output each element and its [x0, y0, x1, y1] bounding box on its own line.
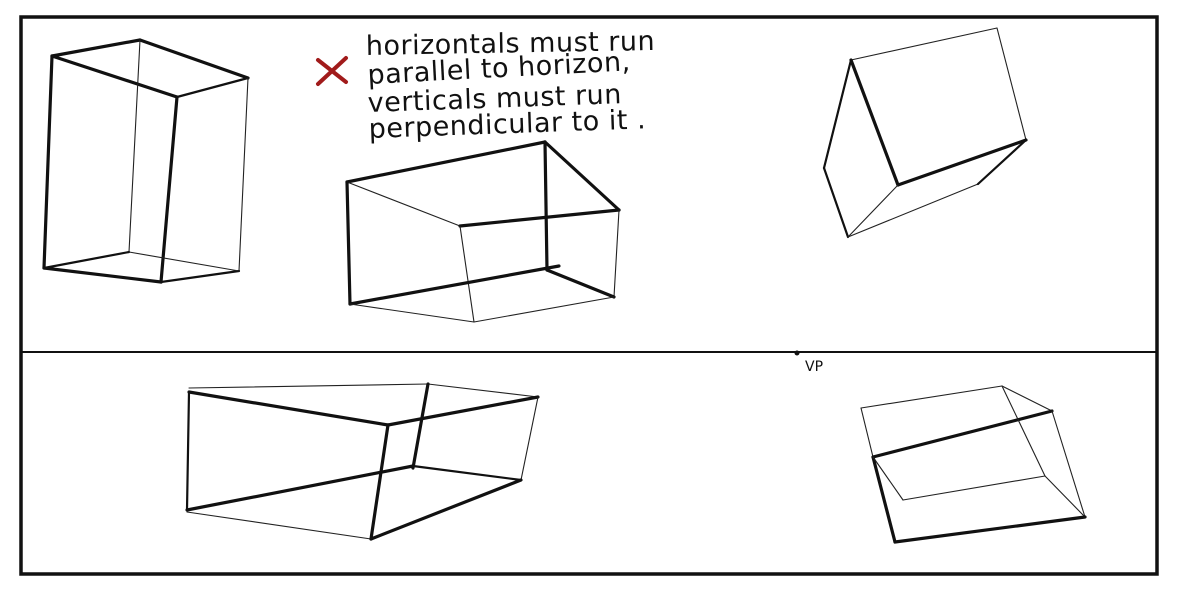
box-long-bottom	[185, 382, 540, 541]
box-tilted-right	[822, 27, 1028, 239]
box-tall-left	[42, 38, 250, 284]
panel-border	[19, 15, 1159, 576]
box-bottom-right	[860, 385, 1087, 544]
vanishing-point	[794, 350, 800, 356]
note-text-block: horizontals must run parallel to horizon…	[366, 26, 656, 145]
note-line-1: horizontals must run	[366, 26, 656, 62]
red-x-icon	[316, 56, 348, 86]
vp-label: VP	[805, 359, 823, 375]
box-center	[345, 140, 621, 323]
